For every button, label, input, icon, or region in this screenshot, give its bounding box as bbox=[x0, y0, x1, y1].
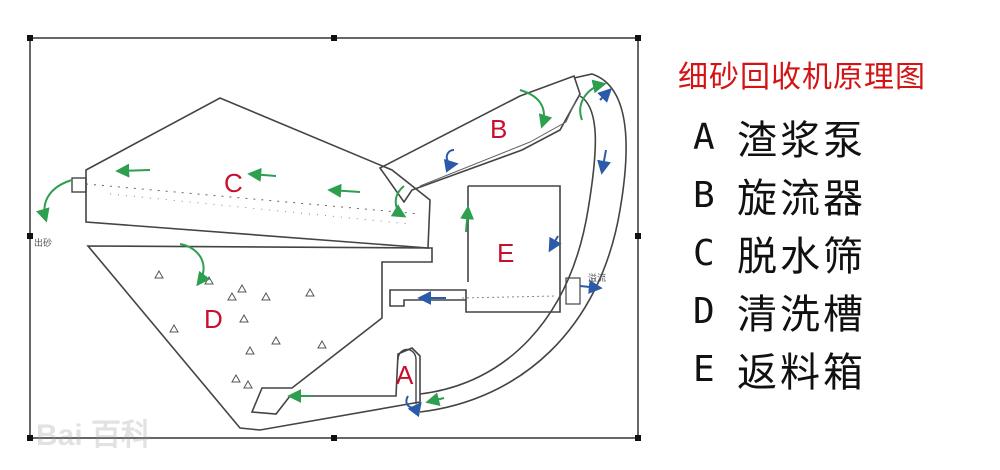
diagram-title: 细砂回收机原理图 bbox=[678, 60, 926, 95]
legend-item-c: C 脱水筛 bbox=[693, 224, 866, 282]
diagram-frame bbox=[29, 37, 639, 439]
riser-pipe-inner bbox=[419, 95, 597, 395]
return-box-outlet bbox=[565, 277, 581, 305]
region-label-c: C bbox=[224, 168, 243, 198]
washing-tank-body bbox=[86, 245, 433, 431]
return-box-weir bbox=[461, 295, 557, 299]
legend-item-d: D 清洗槽 bbox=[693, 282, 866, 340]
return-box-body bbox=[389, 185, 561, 313]
frame-corner-marks bbox=[27, 35, 641, 441]
legend-key: C bbox=[693, 232, 715, 274]
riser-pipe-outer bbox=[419, 73, 627, 413]
legend-item-b: B 旋流器 bbox=[693, 166, 866, 224]
region-label-b: B bbox=[490, 114, 507, 144]
legend-name: 返料箱 bbox=[737, 350, 866, 396]
screen-deck bbox=[85, 183, 421, 215]
flow-arrows-blue bbox=[405, 88, 612, 418]
legend: A 渣浆泵 B 旋流器 C 脱水筛 D 清洗槽 E 返料箱 bbox=[693, 108, 866, 398]
cyclone-body bbox=[378, 74, 581, 204]
flow-arrows-green bbox=[36, 79, 607, 407]
legend-name: 清洗槽 bbox=[737, 292, 866, 338]
legend-item-e: E 返料箱 bbox=[693, 340, 866, 398]
region-label-d: D bbox=[204, 304, 223, 334]
legend-key: A bbox=[693, 116, 715, 158]
legend-name: 旋流器 bbox=[737, 176, 866, 222]
right-outlet-label: 溢流 bbox=[588, 272, 606, 284]
screen-outlet-nozzle bbox=[71, 177, 87, 193]
region-label-e: E bbox=[497, 238, 514, 268]
dewatering-screen-body bbox=[85, 97, 431, 249]
cyclone-outer-wall bbox=[419, 99, 577, 187]
left-outlet-label: 出砂 bbox=[34, 237, 52, 249]
region-label-a: A bbox=[396, 360, 414, 390]
legend-name: 脱水筛 bbox=[737, 234, 866, 280]
legend-item-a: A 渣浆泵 bbox=[693, 108, 866, 166]
legend-name: 渣浆泵 bbox=[737, 118, 866, 164]
legend-key: D bbox=[693, 290, 715, 332]
legend-key: E bbox=[693, 348, 715, 390]
baike-watermark: Bai 百科 bbox=[36, 419, 152, 452]
slurry-pump-body bbox=[397, 348, 417, 404]
legend-key: B bbox=[693, 174, 715, 216]
sand-particles bbox=[154, 269, 327, 389]
